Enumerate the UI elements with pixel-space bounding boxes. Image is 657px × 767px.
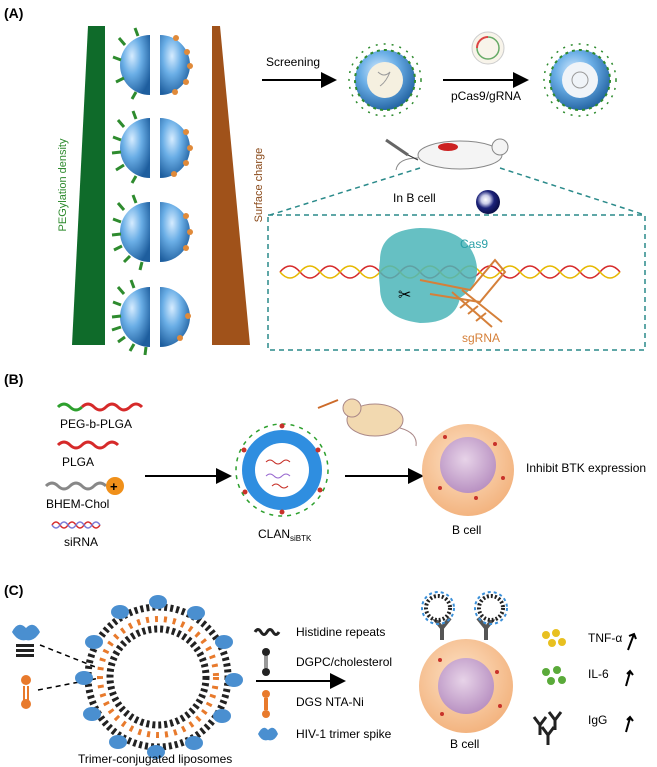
legend-dgpc-cholesterol: DGPC/cholesterol <box>262 648 392 676</box>
up-arrow-icon <box>627 632 637 651</box>
surface-charge-triangle <box>212 26 250 345</box>
legend-label-sirna: siRNA <box>64 535 98 549</box>
zoom-line-right <box>499 167 646 216</box>
zoom-box <box>267 214 646 351</box>
legend-label-histidine: Histidine repeats <box>296 625 385 639</box>
output-igg: IgG <box>532 711 634 745</box>
particle-row-2 <box>111 110 193 184</box>
mouse-icon-b <box>342 398 417 447</box>
panel-a: (A) PEGylation density Surface charge <box>4 5 646 356</box>
legend-dgs-nta-ni: DGS NTA-Ni <box>262 690 364 718</box>
plus-icon: + <box>110 479 118 494</box>
scissors-icon: ✂ <box>398 287 411 304</box>
mouse-icon <box>395 138 509 171</box>
legend-sirna: siRNA <box>51 521 101 549</box>
bound-liposome-right <box>474 591 508 625</box>
cas9-protein <box>379 228 478 323</box>
zoom-line-left <box>269 167 421 216</box>
legend-label-dgpc: DGPC/cholesterol <box>296 655 392 669</box>
nanoparticle-empty <box>348 43 422 117</box>
sgrna-label: sgRNA <box>462 331 500 345</box>
particle-row-4 <box>111 279 191 356</box>
output-il-6: IL-6 <box>542 666 634 687</box>
up-arrow-icon <box>625 715 634 733</box>
b-cell-b <box>422 424 514 516</box>
pegylation-gradient-triangle <box>72 26 105 345</box>
sgrna-structure <box>419 258 507 328</box>
panel-c: (C) Trimer-conjugated li <box>4 582 637 766</box>
cas9-label: Cas9 <box>460 237 488 251</box>
screening-label: Screening <box>266 55 320 69</box>
inset-line-lower <box>37 677 101 691</box>
b-cell-label-c: B cell <box>450 737 479 751</box>
legend-label-bhem-chol: BHEM-Chol <box>46 497 109 511</box>
legend-plga: PLGA <box>56 440 120 469</box>
legend-peg-b-plga: PEG-b-PLGA <box>56 402 144 431</box>
legend-label-hiv: HIV-1 trimer spike <box>296 727 392 741</box>
trimer-liposome <box>75 595 243 759</box>
inset-lipid-icon <box>21 675 31 709</box>
output-tnf-alpha: TNF-α <box>542 629 637 651</box>
plasmid-icon <box>471 31 505 65</box>
panel-a-label: (A) <box>4 5 23 21</box>
legend-label-plga: PLGA <box>62 455 94 469</box>
syringe-icon <box>385 138 419 161</box>
panel-c-label: (C) <box>4 582 23 598</box>
legend-label-dgs: DGS NTA-Ni <box>296 695 364 709</box>
up-arrow-icon <box>625 669 634 687</box>
output-label-tnf: TNF-α <box>588 631 622 645</box>
surface-charge-label: Surface charge <box>253 148 265 223</box>
liposome-caption: Trimer-conjugated liposomes <box>78 752 232 766</box>
legend-bhem-chol: + BHEM-Chol <box>44 477 124 511</box>
syringe-icon-b <box>317 399 339 409</box>
in-b-cell-label: In B cell <box>393 191 436 205</box>
panel-b-label: (B) <box>4 371 23 387</box>
output-label-il6: IL-6 <box>588 667 609 681</box>
bound-liposome-left <box>421 591 455 625</box>
particle-row-1 <box>112 27 193 100</box>
nanoparticle-loaded <box>543 43 617 117</box>
b-cell-label-b: B cell <box>452 523 481 537</box>
legend-hiv-trimer: HIV-1 trimer spike <box>258 727 392 741</box>
pegylation-label: PEGylation density <box>57 138 69 231</box>
inset-line-upper <box>39 644 99 669</box>
legend-label-peg-b-plga: PEG-b-PLGA <box>60 417 132 431</box>
output-label-igg: IgG <box>588 713 607 727</box>
clan-label: CLANsiBTK <box>258 527 312 543</box>
particle-row-3 <box>111 194 193 271</box>
panel-b: (B) PEG-b-PLGA PLGA + BHEM-Chol siRNA <box>4 371 646 549</box>
clan-nanoparticle <box>235 423 329 517</box>
b-cell-icon <box>476 190 500 214</box>
legend-histidine-repeats: Histidine repeats <box>253 625 385 639</box>
inset-trimer-icon <box>12 624 40 657</box>
plasmid-label: pCas9/gRNA <box>451 89 521 103</box>
b-cell-c <box>419 591 513 733</box>
effect-label: Inhibit BTK expression <box>526 461 646 475</box>
